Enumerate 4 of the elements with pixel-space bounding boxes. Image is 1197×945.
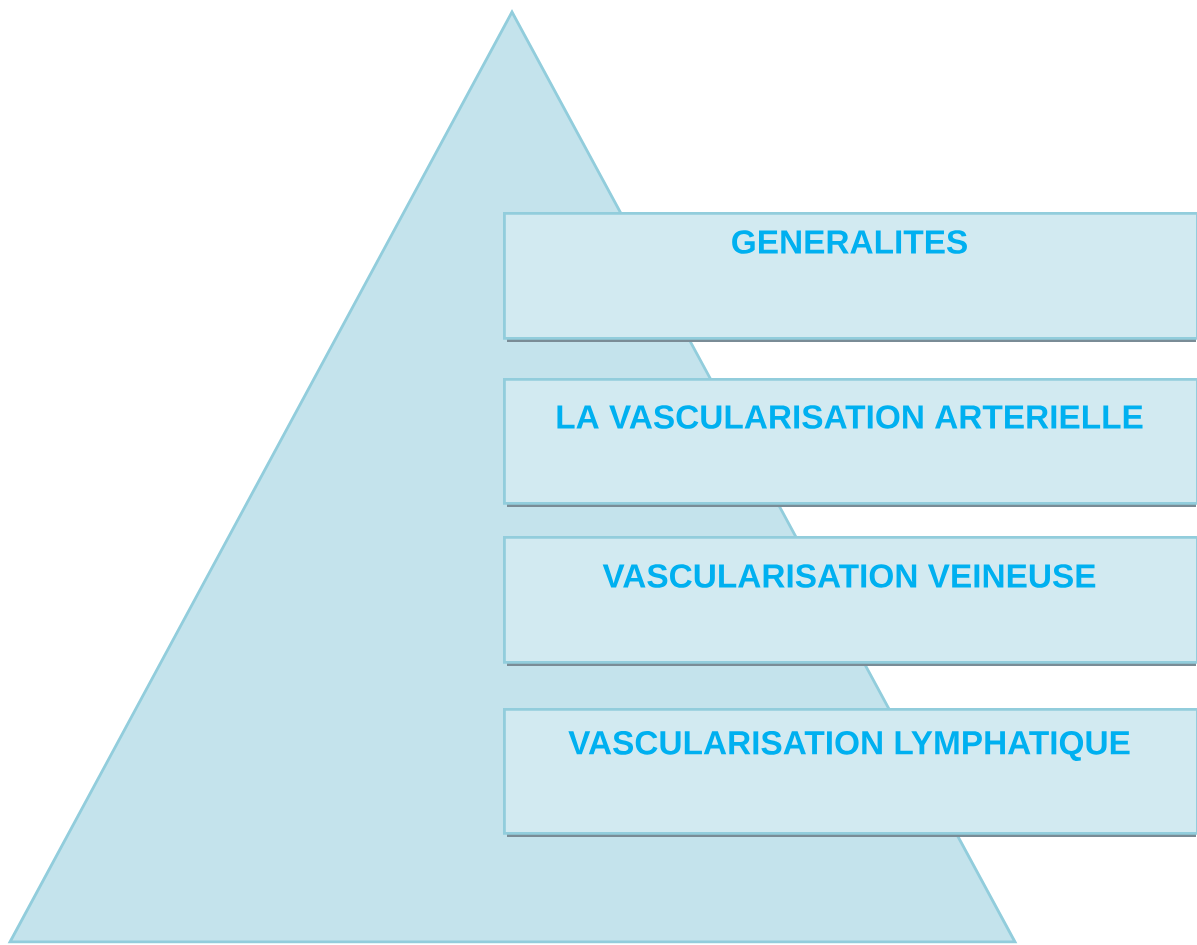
topic-box: VASCULARISATION LYMPHATIQUE [503,708,1197,838]
topic-box: VASCULARISATION VEINEUSE [503,536,1197,667]
topic-box: LA VASCULARISATION ARTERIELLE [503,378,1197,508]
topic-box: GENERALITES [503,212,1197,343]
